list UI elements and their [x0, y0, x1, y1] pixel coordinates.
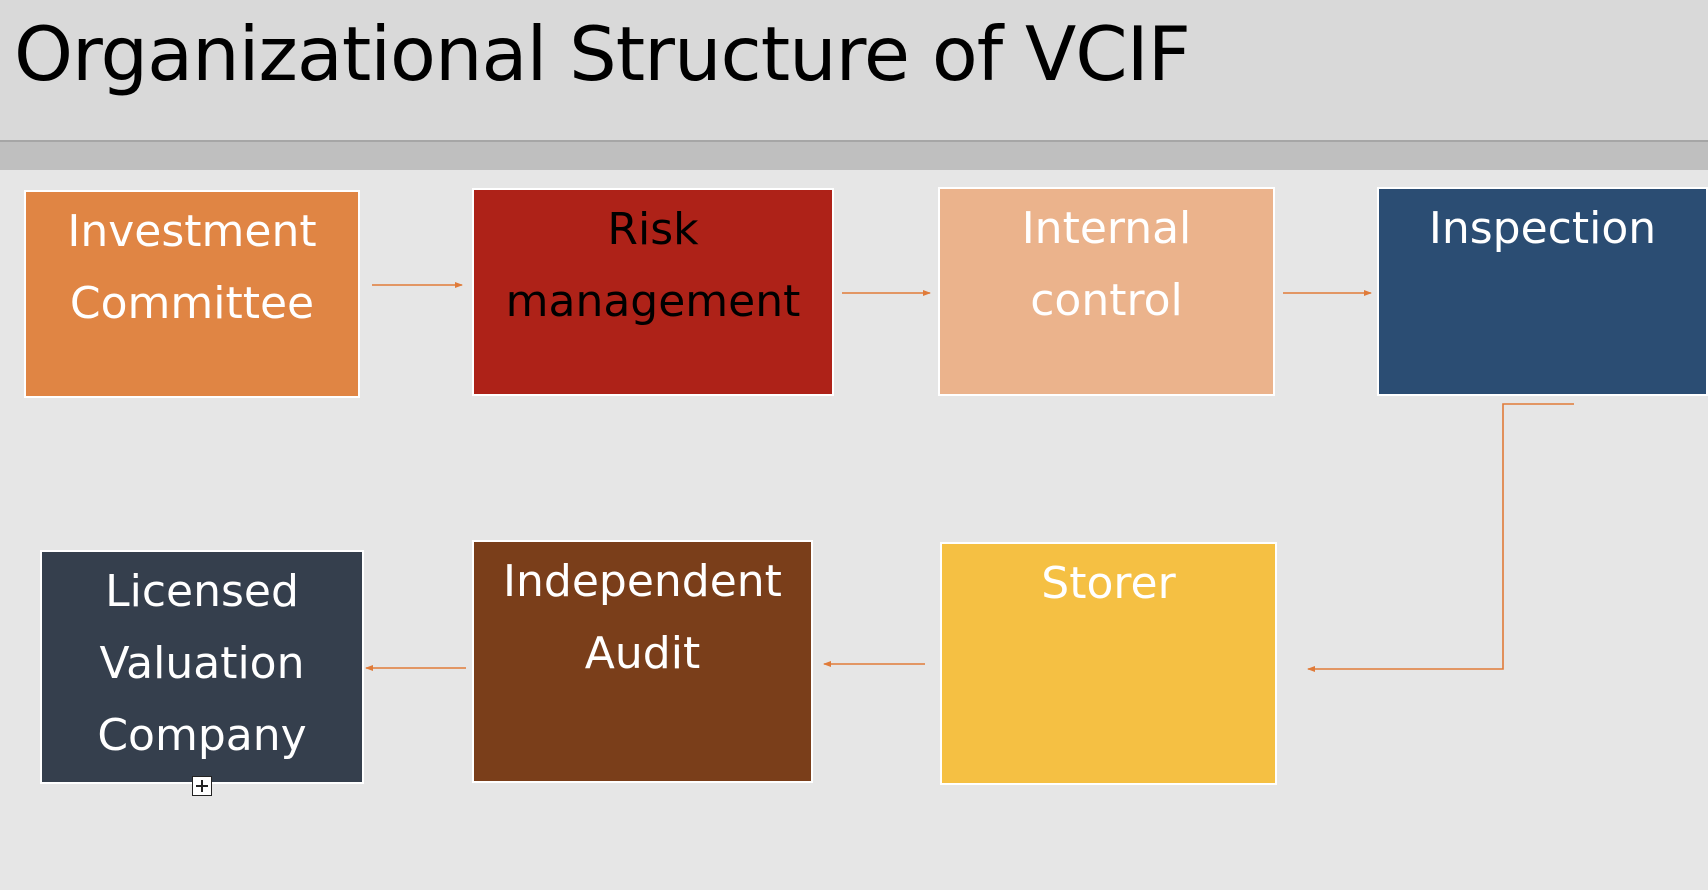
node-label: Storer	[1041, 558, 1176, 609]
title-divider-band	[0, 142, 1708, 170]
node-label: Risk management	[505, 204, 801, 327]
node-label: Inspection	[1428, 203, 1657, 254]
node-label: Internal control	[1021, 203, 1192, 326]
node-licensed-valuation-company[interactable]: Licensed Valuation Company	[40, 550, 364, 784]
title-bar: Organizational Structure of VCIF	[0, 0, 1708, 142]
node-inspection[interactable]: Inspection	[1377, 187, 1708, 396]
node-label: Investment Committee	[67, 206, 317, 329]
node-internal-control[interactable]: Internal control	[938, 187, 1275, 396]
node-investment-committee[interactable]: Investment Committee	[24, 190, 360, 398]
arrow-inspection-to-storer	[1307, 403, 1574, 672]
node-label: Licensed Valuation Company	[97, 566, 307, 761]
node-risk-management[interactable]: Risk management	[472, 188, 834, 396]
node-storer[interactable]: Storer	[940, 542, 1277, 785]
node-independent-audit[interactable]: Independent Audit	[472, 540, 813, 783]
expand-icon[interactable]	[192, 776, 212, 796]
node-label: Independent Audit	[503, 556, 782, 679]
slide-title[interactable]: Organizational Structure of VCIF	[14, 10, 1191, 98]
